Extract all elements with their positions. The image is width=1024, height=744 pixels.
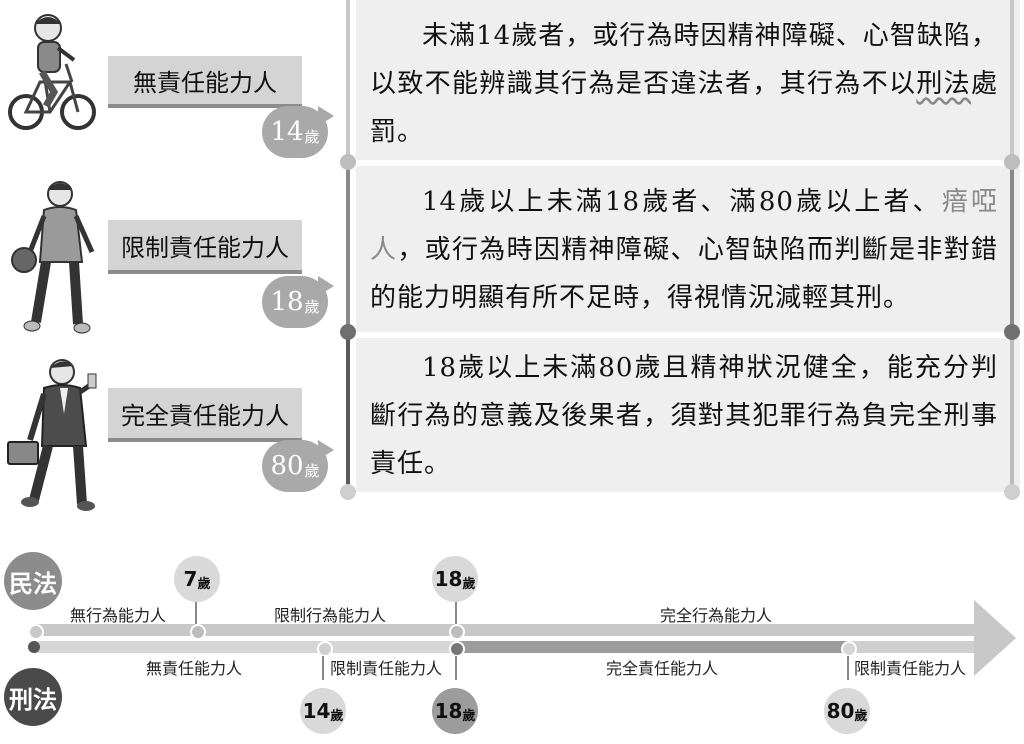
civil-segment-label: 完全行為能力人 bbox=[660, 606, 773, 625]
criminal-law-term: 刑法 bbox=[916, 69, 971, 99]
tick-18-civil bbox=[455, 600, 457, 624]
criminal-law-circle: 刑法 bbox=[4, 668, 62, 726]
criminal-start-dot bbox=[28, 641, 40, 653]
civil-dot-18 bbox=[449, 624, 465, 640]
deaf-mute-term: 瘖啞人 bbox=[370, 187, 998, 265]
criminal-dot-80 bbox=[841, 641, 857, 657]
node-right-2 bbox=[1004, 324, 1020, 340]
node-left-1 bbox=[340, 154, 356, 170]
row-1-description: 未滿14歲者，或行為時因精神障礙、心智缺陷，以致不能辨識其行為是否違法者，其行為… bbox=[370, 21, 998, 147]
row-3-description: 18歲以上未滿80歲且精神狀況健全，能充分判斷行為的意義及後果者，須對其犯罪行為… bbox=[370, 353, 998, 479]
criminal-bar-mid bbox=[456, 641, 848, 653]
criminal-segment-label: 限制責任能力人 bbox=[854, 659, 967, 678]
right-line-3 bbox=[1010, 332, 1014, 492]
node-left-3 bbox=[340, 484, 356, 500]
row-panel-3 bbox=[356, 338, 1020, 492]
civil-segment-label: 無行為能力人 bbox=[70, 606, 167, 625]
row-panel-1 bbox=[356, 0, 1020, 160]
node-right-3 bbox=[1004, 484, 1020, 500]
criminal-segment-label: 無責任能力人 bbox=[146, 659, 243, 678]
left-line-1 bbox=[346, 0, 350, 162]
row-3-label: 完全責任能力人 bbox=[108, 388, 302, 442]
criminal-segment-label: 完全責任能力人 bbox=[606, 659, 719, 678]
row-panel-2 bbox=[356, 166, 1020, 332]
civil-dot-7 bbox=[190, 624, 206, 640]
node-right-1 bbox=[1004, 154, 1020, 170]
node-left-2 bbox=[340, 324, 356, 340]
row-2-description: 14歲以上未滿18歲者、滿80歲以上者、瘖啞人，或行為時因精神障礙、心智缺陷而判… bbox=[370, 187, 998, 313]
criminal-bar-end bbox=[848, 641, 984, 653]
tick-18-criminal bbox=[455, 656, 457, 680]
civil-segment-label: 限制行為能力人 bbox=[274, 606, 387, 625]
tick-7 bbox=[195, 600, 197, 624]
boy-on-bicycle-icon bbox=[8, 14, 96, 130]
civil-start-dot bbox=[28, 624, 44, 640]
criminal-dot-14 bbox=[317, 641, 333, 657]
teen-with-basketball-icon bbox=[11, 181, 95, 334]
businessman-with-briefcase-icon bbox=[7, 359, 97, 511]
tick-80 bbox=[847, 656, 849, 680]
timeline-arrow-icon bbox=[974, 600, 1016, 676]
right-line-2 bbox=[1010, 162, 1014, 332]
right-line-1 bbox=[1010, 0, 1014, 162]
civil-law-circle: 民法 bbox=[4, 552, 62, 610]
left-line-2 bbox=[346, 162, 350, 332]
left-line-3 bbox=[346, 332, 350, 492]
row-1-label: 無責任能力人 bbox=[108, 56, 302, 108]
criminal-bar-light bbox=[34, 641, 456, 653]
row-2-label: 限制責任能力人 bbox=[108, 220, 302, 274]
criminal-dot-18 bbox=[449, 641, 465, 657]
tick-14 bbox=[322, 656, 324, 680]
civil-bar bbox=[34, 624, 984, 636]
criminal-segment-label: 限制責任能力人 bbox=[330, 659, 443, 678]
